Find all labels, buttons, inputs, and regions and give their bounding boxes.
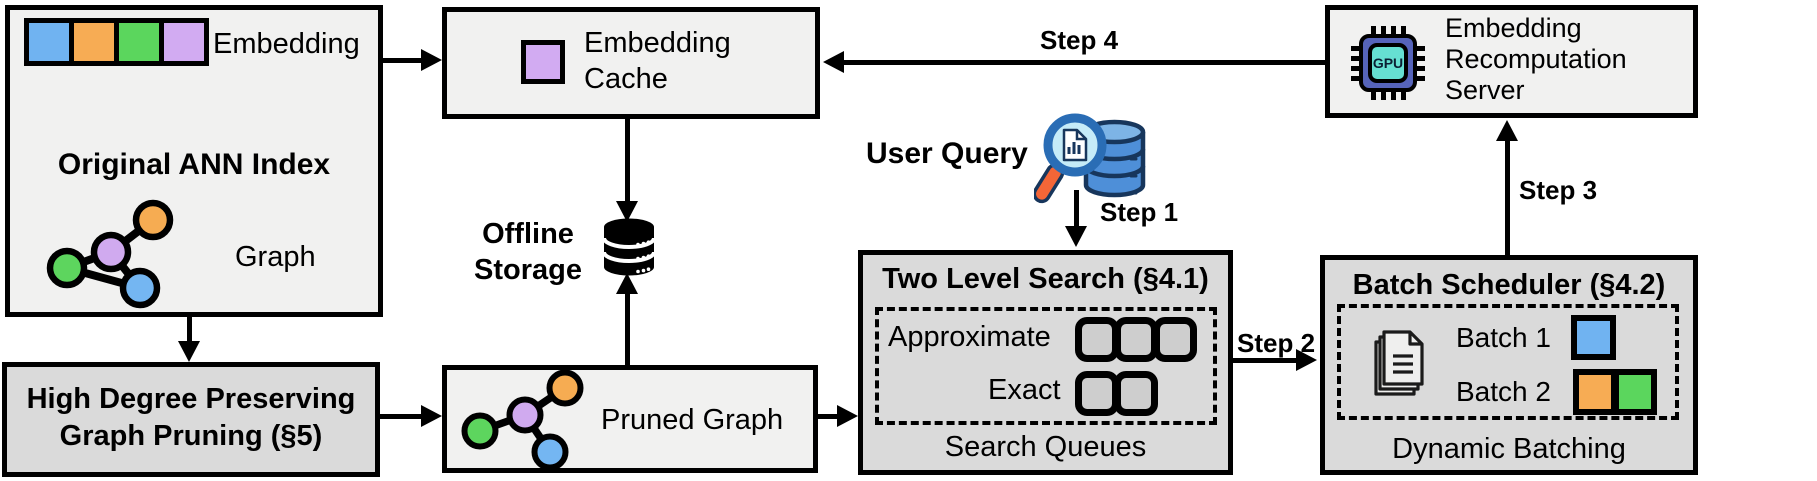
pruned-graph-label: Pruned Graph [601, 404, 784, 436]
queue-slot [1153, 317, 1197, 362]
step4-label: Step 4 [1040, 25, 1119, 55]
gpu-chip-label: GPU [1373, 55, 1403, 71]
batch1-chip-icon [1571, 315, 1616, 360]
dynamic-batching-caption: Dynamic Batching [1392, 433, 1626, 465]
batch2-label: Batch 2 [1456, 376, 1551, 407]
offline-storage-label: Offline Storage [474, 218, 582, 286]
queue-slot [1075, 317, 1119, 362]
batch-scheduler-title: Batch Scheduler (§4.2) [1352, 269, 1666, 301]
cached-embedding-icon [521, 40, 565, 84]
gpu-chip-icon: GPU [1351, 26, 1425, 100]
search-queues-caption: Search Queues [944, 431, 1147, 463]
batch2-chip-orange-icon [1573, 369, 1617, 415]
graph-pruning-title: High Degree Preserving Graph Pruning (§5… [26, 383, 356, 452]
recomputation-server-title: Embedding Recomputation Server [1445, 13, 1627, 105]
batch-scheduler-box: Batch Scheduler (§4.2) Batch 1 Batch 2 D… [1320, 255, 1698, 475]
embedding-label: Embedding [213, 28, 360, 60]
embedding-cell-blue [29, 23, 69, 61]
batching-dashed-box [1337, 304, 1679, 420]
embedding-cell-purple [164, 23, 204, 61]
pruned-graph-box: Pruned Graph [442, 365, 818, 473]
queue-slot [1114, 371, 1158, 416]
graph-icon [46, 199, 174, 309]
search-queues-dashed-box [875, 307, 1217, 425]
batch2-chip-green-icon [1613, 369, 1657, 415]
offline-storage-database-icon [602, 218, 656, 276]
documents-icon [1374, 330, 1424, 396]
step3-label: Step 3 [1519, 175, 1598, 205]
original-ann-index-title: Original ANN Index [57, 148, 331, 181]
user-query-search-icon [1034, 113, 1146, 204]
embedding-cell-green [119, 23, 159, 61]
recomputation-server-box: GPU Embedding Recomputation Server [1325, 5, 1698, 118]
embedding-cache-title: Embedding Cache [584, 27, 731, 95]
embedding-cache-box: Embedding Cache [442, 7, 820, 119]
queue-slot [1114, 317, 1158, 362]
pruned-graph-icon [461, 370, 584, 470]
two-level-search-title: Two Level Search (§4.1) [882, 263, 1209, 295]
original-ann-index-box: Embedding Original ANN Index Graph [5, 5, 383, 317]
two-level-search-box: Two Level Search (§4.1) Approximate Exac… [858, 250, 1233, 475]
approximate-label: Approximate [888, 321, 1051, 353]
queue-slot [1075, 371, 1119, 416]
batch1-label: Batch 1 [1456, 322, 1551, 353]
user-query-label: User Query [866, 137, 1028, 170]
graph-pruning-box: High Degree Preserving Graph Pruning (§5… [2, 362, 380, 477]
embedding-vector-icon [24, 18, 209, 66]
step1-label: Step 1 [1100, 197, 1179, 227]
exact-label: Exact [988, 374, 1061, 406]
graph-label: Graph [235, 241, 316, 273]
embedding-cell-orange [74, 23, 114, 61]
